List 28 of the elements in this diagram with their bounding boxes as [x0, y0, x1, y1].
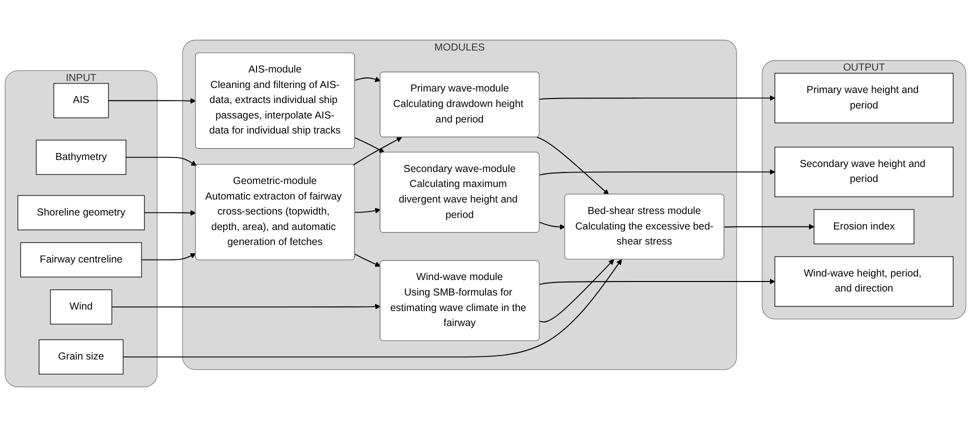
- arrow: [724, 224, 814, 230]
- node-box: Grain size: [38, 339, 124, 374]
- arrow: [354, 254, 381, 267]
- arrow: [539, 259, 614, 322]
- node-box: Shoreline geometry: [18, 195, 145, 230]
- arrow: [536, 136, 609, 195]
- arrow: [539, 278, 776, 285]
- arrow: [108, 98, 196, 104]
- node-box: Wind-wave height, period, and direction: [774, 256, 954, 307]
- node-box: Wind: [50, 289, 112, 324]
- arrow: [352, 136, 402, 166]
- arrow: [539, 169, 776, 176]
- node-box: Fairway centreline: [20, 242, 142, 278]
- node-box: Primary wave height and period: [774, 72, 954, 124]
- node-box: Secondary wave height and period: [774, 146, 954, 198]
- arrow: [144, 210, 196, 216]
- arrow: [354, 137, 385, 153]
- arrow: [354, 76, 381, 82]
- node-box: Erosion index: [814, 209, 914, 244]
- arrow: [122, 259, 622, 358]
- arrow: [539, 95, 776, 101]
- arrow: [539, 222, 566, 230]
- node-box: Bathymetry: [36, 140, 126, 175]
- arrow: [141, 253, 196, 260]
- arrow: [354, 208, 381, 214]
- node-box: AIS: [53, 83, 109, 118]
- arrow: [111, 304, 381, 310]
- arrow: [126, 156, 197, 166]
